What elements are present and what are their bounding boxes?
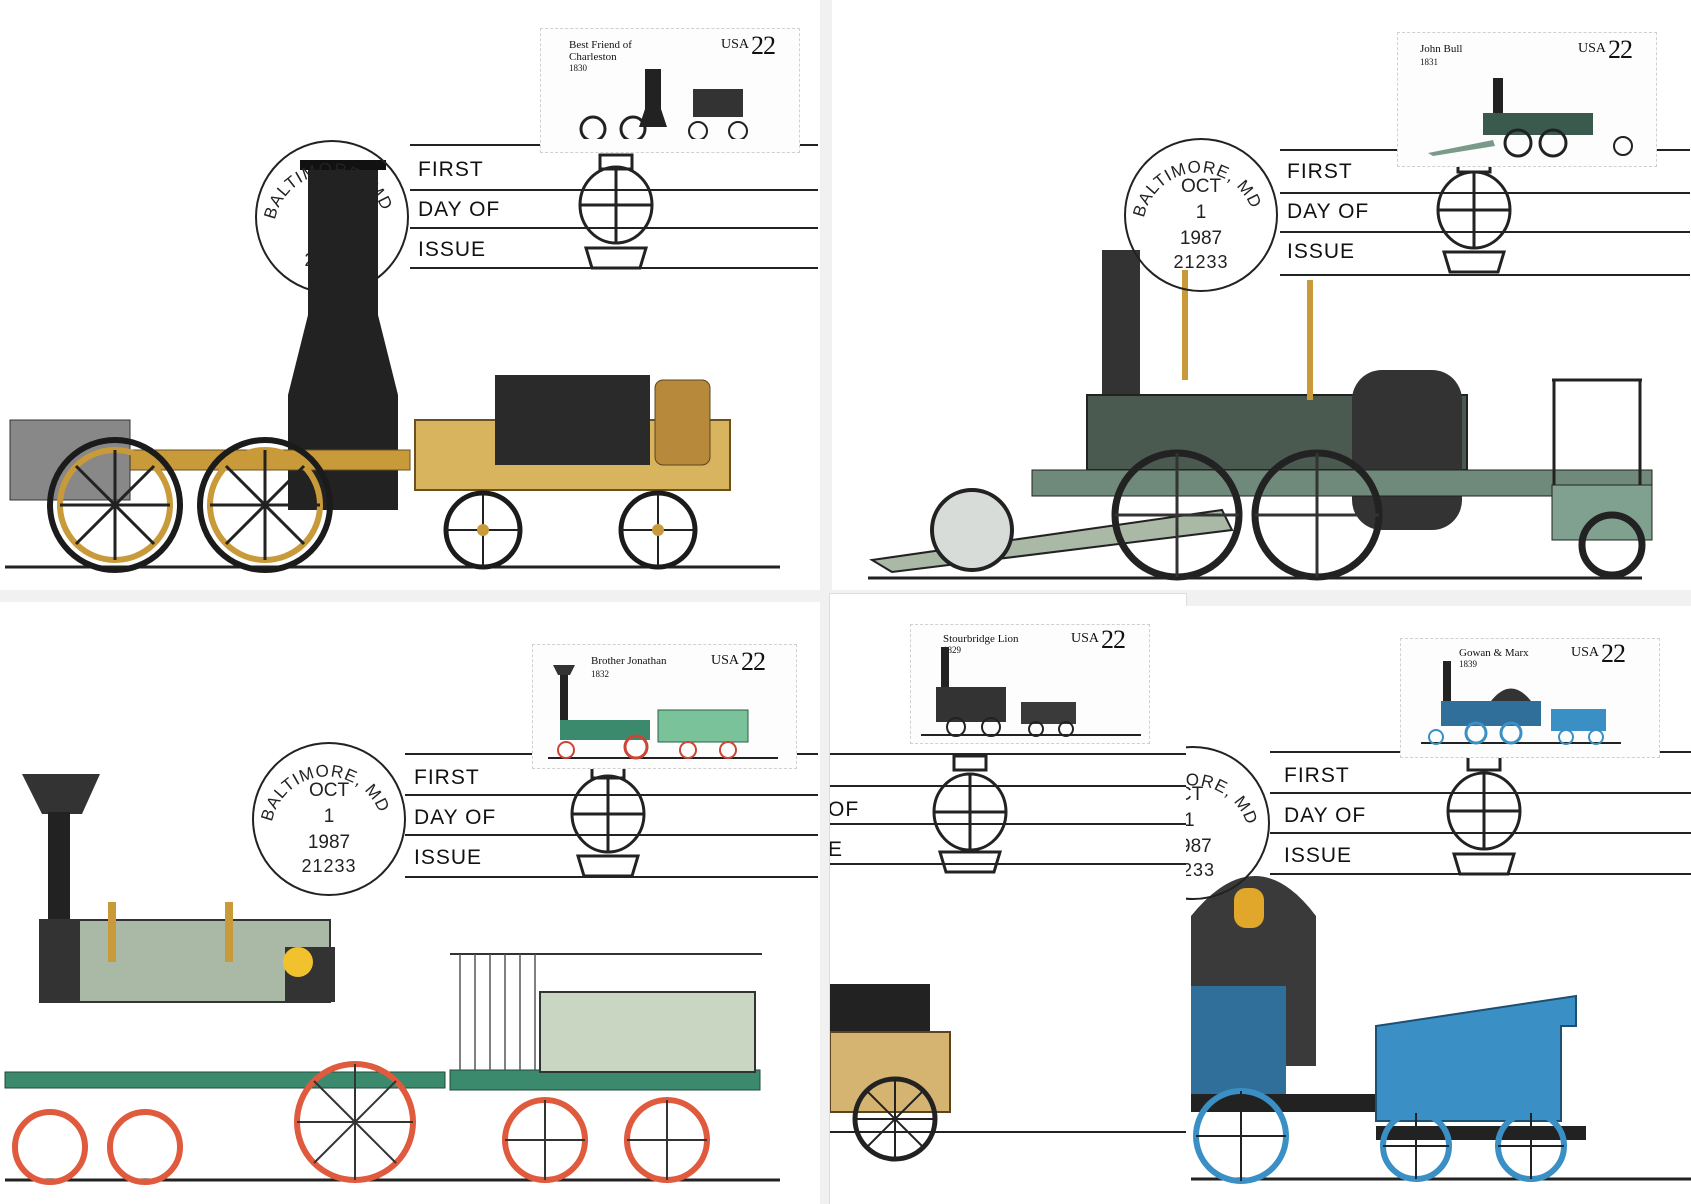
postmark-month: OCT [1180,176,1222,197]
stamp-value: 22 [751,31,776,60]
postcard-gowan-marx: Gowan & Marx 1839 USA 22 FIRST DAY OF IS… [1186,606,1691,1204]
postmark-year: 1987 [307,832,351,853]
stamp-gowan-marx: Gowan & Marx 1839 USA 22 [1400,638,1660,758]
lantern-icon [932,754,1008,874]
postmark-day: 1 [323,806,335,827]
postmark: BALTIMORE, MD OCT 1 1987 21233 [1124,138,1278,292]
stamp-brother-jonathan: Brother Jonathan 1832 USA 22 [532,644,797,769]
postcard-john-bull: John Bull 1831 USA 22 FIRST DAY OF ISSUE… [832,0,1691,590]
postcard-best-friend: Best Friend of Charleston 1830 USA 22 FI… [0,0,820,590]
postmark-month: OCT [308,780,350,801]
postcard-brother-jonathan: Brother Jonathan 1832 USA 22 FIRST DAY O… [0,602,820,1204]
postmark: BALTIMORE, MD OCT 1 1987 21233 [252,742,406,896]
lantern-icon [570,762,646,878]
postmark-day: 1 [1195,202,1207,223]
stamp-country: USA [721,37,750,52]
locomotive-john-bull-illustration [868,149,1690,581]
cachet-day-of: OF [830,798,860,821]
stamp-value: 22 [1101,625,1126,654]
stamp-name: Best Friend of Charleston [569,39,632,63]
stamp-locomotive-icon [579,69,748,139]
stamp-value: 22 [1601,639,1626,668]
cachet-day-of: DAY OF [1287,200,1370,223]
stamp-year: 1832 [591,669,609,679]
cachet-issue: ISSUE [414,846,483,869]
postcard-stourbridge-lion: Stourbridge Lion 1829 USA 22 OF E [830,594,1186,1204]
stamp-stourbridge-lion: Stourbridge Lion 1829 USA 22 [910,624,1150,744]
postmark-zip: 21233 [304,250,360,270]
stamp-value: 22 [741,647,766,676]
postmark-zip: 21233 [301,856,357,876]
postmark-zip: 233 [1186,860,1216,880]
locomotive-gowan-marx-illustration [1191,751,1691,1184]
cachet-issue: ISSUE [1287,240,1356,263]
lantern-icon [1446,754,1522,876]
stamp-john-bull: John Bull 1831 USA 22 [1397,32,1657,167]
stamp-country: USA [711,653,740,668]
cachet-issue: ISSUE [1284,844,1353,867]
stamp-locomotive-icon [921,647,1141,737]
cachet-issue: E [830,838,844,861]
cachet-first: FIRST [1287,160,1353,183]
stamp-name: John Bull [1420,43,1463,55]
locomotive-stourbridge-lion-illustration [830,753,1186,1162]
cachet-first: FIRST [418,158,484,181]
stamp-locomotive-icon [1421,661,1621,745]
postmark: BALTIMORE, MD OCT 1 1987 21233 [255,140,409,294]
stamp-name: Brother Jonathan [591,655,667,667]
postmark-day: 1 [326,200,338,221]
stamp-country: USA [1578,41,1607,56]
stamp-year: 1839 [1459,659,1477,669]
stamp-year: 1830 [569,63,587,73]
stamp-name: Gowan & Marx [1459,647,1529,659]
cachet-day-of: DAY OF [414,806,497,829]
postmark-zip: 21233 [1173,252,1229,272]
cachet-day-of: DAY OF [1284,804,1367,827]
postmark-year: 987 [1186,836,1212,857]
stamp-best-friend: Best Friend of Charleston 1830 USA 22 [540,28,800,153]
stamp-country: USA [1071,631,1100,646]
cachet-first: FIRST [1284,764,1350,787]
stamp-year: 1829 [943,645,961,655]
stamp-year: 1831 [1420,57,1438,67]
postmark-year: 1987 [1179,228,1223,249]
postmark-day: 1 [1186,810,1195,831]
stamp-locomotive-icon [548,665,778,760]
stamp-locomotive-icon [1428,78,1633,158]
cachet-issue: ISSUE [418,238,487,261]
postmark: ORE, MD CT 1 987 233 [1186,746,1270,900]
postmark-month: CT [1186,784,1204,805]
postmark-year: 1987 [310,226,354,247]
lantern-icon [578,153,654,270]
postmark-month: OCT [311,174,353,195]
cachet-day-of: DAY OF [418,198,501,221]
cachet-first: FIRST [414,766,480,789]
stamp-country: USA [1571,645,1600,660]
locomotive-brother-jonathan-illustration [4,753,818,1185]
lantern-icon [1436,156,1512,274]
stamp-value: 22 [1608,35,1633,64]
stamp-name: Stourbridge Lion [943,633,1019,645]
